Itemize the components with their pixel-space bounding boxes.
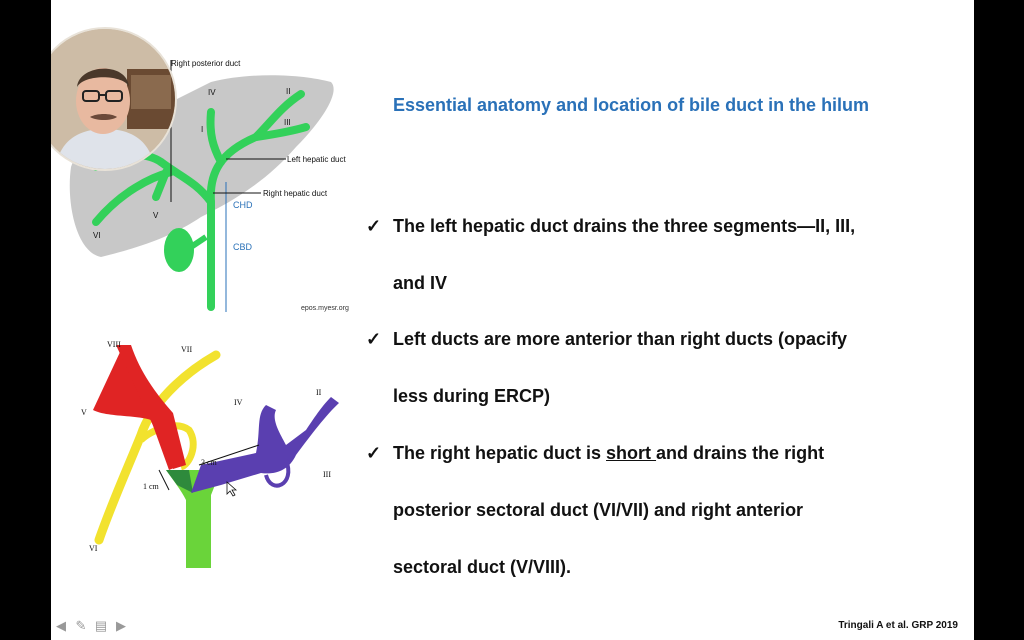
slide-title: Essential anatomy and location of bile d… bbox=[393, 95, 870, 115]
bullet-3-line-2: posterior sectoral duct (VI/VII) and rig… bbox=[393, 500, 804, 520]
segment-i-label: I bbox=[201, 125, 203, 134]
chd-label: CHD bbox=[233, 200, 253, 210]
segment-iii-label: III bbox=[284, 118, 291, 127]
left-hepatic-duct-label: Left hepatic duct bbox=[287, 155, 346, 164]
cbd-label: CBD bbox=[233, 242, 253, 252]
check-mark-icon: ✓ bbox=[366, 329, 382, 349]
segment-ii-label-bottom: II bbox=[316, 388, 322, 397]
presenter-avatar bbox=[51, 29, 175, 169]
menu-icon[interactable]: ▤ bbox=[94, 618, 108, 633]
segment-vi-label: VI bbox=[93, 231, 101, 240]
green-cbd bbox=[166, 470, 221, 568]
segment-v-label-bottom: V bbox=[81, 408, 87, 417]
bullet-3-underlined-word: short bbox=[606, 443, 657, 463]
arrow-right-icon[interactable]: ▶ bbox=[116, 618, 126, 633]
yellow-duct-vii bbox=[94, 350, 221, 545]
segment-iv-label-bottom: IV bbox=[234, 398, 243, 407]
right-hepatic-duct-label: Right hepatic duct bbox=[263, 189, 328, 198]
red-branch bbox=[116, 345, 186, 469]
bullet-3-line-1: The right hepatic duct is short and drai… bbox=[393, 443, 824, 464]
segment-v-label: V bbox=[153, 211, 159, 220]
purple-left-duct bbox=[191, 397, 339, 493]
bullet-2-line-1: Left ducts are more anterior than right … bbox=[393, 329, 848, 349]
mouse-cursor-icon bbox=[226, 481, 238, 497]
dark-green-junction bbox=[166, 470, 193, 493]
segment-vii-label: VII bbox=[181, 345, 192, 354]
bullet-1-line-1: The left hepatic duct drains the three s… bbox=[393, 216, 856, 236]
gallbladder bbox=[164, 228, 194, 272]
bile-ducts bbox=[92, 90, 310, 311]
bullet-3-line-3: sectoral duct (V/VIII). bbox=[393, 557, 572, 577]
three-cm-label: 3 cm bbox=[201, 458, 218, 467]
presenter-webcam bbox=[51, 27, 177, 171]
segment-ii-label: II bbox=[286, 87, 290, 96]
slide: Right posterior duct Left hepatic duct R… bbox=[51, 0, 974, 640]
one-cm-label: 1 cm bbox=[143, 482, 160, 491]
source-label: epos.myesr.org bbox=[301, 305, 349, 312]
hilum-duct-diagram: VIII VII V VI IV II III 3 cm 1 cm bbox=[81, 340, 339, 568]
bullet-3-text-before: The right hepatic duct is bbox=[393, 443, 607, 463]
segment-viii-label: VIII bbox=[107, 340, 121, 349]
segment-iv-label: IV bbox=[208, 88, 216, 97]
check-mark-icon: ✓ bbox=[366, 443, 382, 463]
bullet-2-line-2: less during ERCP) bbox=[393, 386, 551, 406]
segment-iii-label-bottom: III bbox=[323, 470, 331, 479]
citation: Tringali A et al. GRP 2019 bbox=[838, 620, 958, 631]
right-posterior-duct-label: Right posterior duct bbox=[171, 59, 241, 68]
red-duct-viii bbox=[93, 350, 181, 470]
bullet-3-text-after: and drains the right bbox=[656, 443, 825, 463]
arrow-left-icon[interactable]: ◀ bbox=[56, 618, 66, 633]
yellow-duct-v bbox=[138, 422, 197, 471]
segment-vi-label-bottom: VI bbox=[89, 544, 98, 553]
check-mark-icon: ✓ bbox=[366, 216, 382, 236]
pencil-icon[interactable]: ✎ bbox=[75, 618, 87, 633]
bullet-1-line-2: and IV bbox=[393, 273, 448, 293]
slide-navigation: ◀ ✎ ▤ ▶ bbox=[53, 619, 129, 633]
